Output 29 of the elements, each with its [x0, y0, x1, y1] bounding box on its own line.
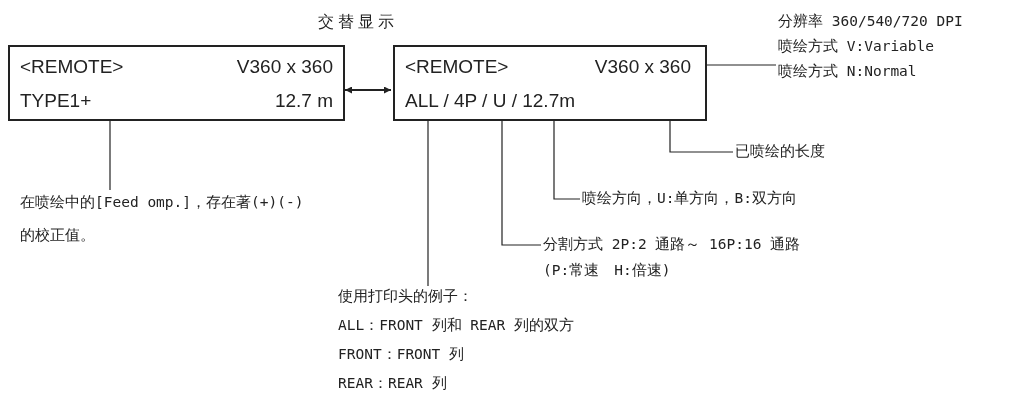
annotation-text: 已喷绘的长度 — [735, 143, 825, 161]
leader-line — [109, 120, 111, 191]
lcd-display-box — [393, 45, 707, 121]
annotation-text: 喷绘方向，U:单方向，B:双方向 — [582, 190, 797, 208]
lcd-display-box — [8, 45, 345, 121]
display-text: 12.7 m — [274, 91, 333, 110]
display-text: <REMOTE> — [405, 57, 509, 76]
annotation-text: 在喷绘中的[Feed omp.]，存在著(+)(-)的校正值。 — [20, 193, 305, 245]
annotation-text: 喷绘方式 V:Variable — [778, 38, 935, 56]
leader-line — [669, 120, 734, 153]
leader-line — [553, 120, 581, 200]
annotation-text: ALL：FRONT 列和 REAR 列的双方 — [338, 317, 574, 335]
leader-line — [501, 120, 542, 246]
annotation-text: (P:常速 H:倍速) — [543, 262, 671, 280]
annotation-text: 分辨率 360/540/720 DPI — [778, 13, 963, 31]
annotation-text: 使用打印头的例子： — [338, 288, 473, 306]
annotation-text: REAR：REAR 列 — [338, 375, 447, 393]
double-arrow — [345, 86, 391, 94]
display-text: V360 x 360 — [236, 57, 333, 76]
display-text: <REMOTE> — [20, 57, 124, 76]
annotation-text: 喷绘方式 N:Normal — [778, 63, 917, 81]
display-text: V360 x 360 — [594, 57, 691, 76]
display-text: TYPE1+ — [20, 91, 92, 110]
leader-line — [427, 120, 429, 287]
annotation-text: FRONT：FRONT 列 — [338, 346, 465, 364]
annotation-text: 分割方式 2P:2 通路～ 16P:16 通路 — [543, 236, 801, 254]
heading: 交替显示 — [318, 12, 398, 33]
leader-line — [706, 64, 777, 66]
display-text: ALL / 4P / U / 12.7m — [405, 91, 576, 110]
